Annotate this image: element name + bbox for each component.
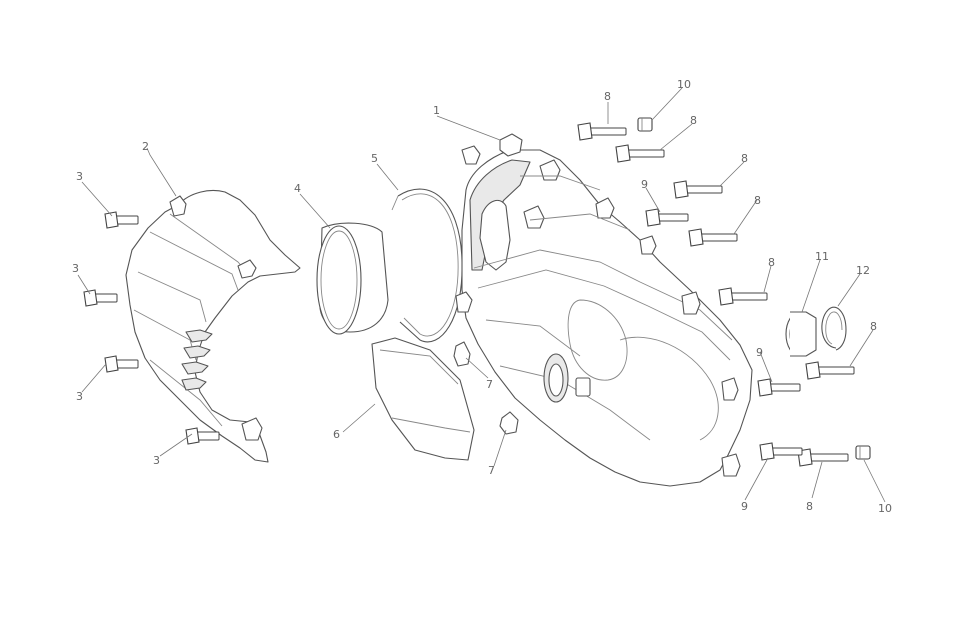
- bolt-9-a: [645, 208, 689, 227]
- bolt-8-d: [688, 228, 738, 247]
- callout-5: 5: [371, 152, 378, 165]
- bolt-9-c: [759, 442, 803, 461]
- bolt-8-a: [577, 122, 627, 141]
- bolt-3-b: [83, 289, 118, 307]
- cover-plate-part: [371, 337, 475, 461]
- circlip-part: [821, 306, 847, 351]
- bolt-8-f: [805, 361, 855, 380]
- callout-8-c: 8: [741, 152, 748, 165]
- callout-7-a: 7: [486, 378, 493, 391]
- bolt-9-b: [757, 378, 801, 397]
- clip-7-a: [453, 341, 471, 367]
- outer-cover-part: [125, 189, 301, 463]
- callout-8-g: 8: [806, 500, 813, 513]
- callout-1: 1: [433, 104, 440, 117]
- dowel-10-b: [855, 445, 871, 460]
- callout-9-a: 9: [641, 178, 648, 191]
- callout-3-d: 3: [153, 454, 160, 467]
- bolt-8-g: [797, 448, 849, 467]
- callout-10-b: 10: [878, 502, 892, 515]
- callout-6: 6: [333, 428, 340, 441]
- callout-9-b: 9: [756, 346, 763, 359]
- callout-8-d: 8: [754, 194, 761, 207]
- bolt-3-c: [104, 355, 139, 373]
- callout-12: 12: [856, 264, 870, 277]
- clip-7-b: [499, 411, 519, 435]
- callout-11: 11: [815, 250, 829, 263]
- callout-8-f: 8: [870, 320, 877, 333]
- callout-8-a: 8: [604, 90, 611, 103]
- snap-ring-part: [391, 188, 463, 343]
- dowel-10-a: [637, 117, 653, 132]
- callout-7-b: 7: [488, 464, 495, 477]
- callout-10-a: 10: [677, 78, 691, 91]
- callout-4: 4: [294, 182, 301, 195]
- callout-3-a: 3: [76, 170, 83, 183]
- callout-8-e: 8: [768, 256, 775, 269]
- callout-3-b: 3: [72, 262, 79, 275]
- callout-9-c: 9: [741, 500, 748, 513]
- bolt-8-c: [673, 180, 723, 199]
- bearing-part: [785, 311, 817, 357]
- callout-2: 2: [142, 140, 149, 153]
- bolt-3-a: [104, 211, 139, 229]
- bolt-8-b: [615, 144, 665, 163]
- callout-labels: 1 2 3 3 3 3 4 5 6 7 7 8 8 8 8 8 8 8 9 9 …: [72, 78, 892, 515]
- bolt-8-e: [718, 287, 768, 306]
- callout-8-b: 8: [690, 114, 697, 127]
- leader-lines: [77, 87, 886, 503]
- ring-band-part: [316, 222, 389, 335]
- callout-3-c: 3: [76, 390, 83, 403]
- bolt-3-d: [185, 427, 220, 445]
- main-cover-part: [455, 133, 753, 487]
